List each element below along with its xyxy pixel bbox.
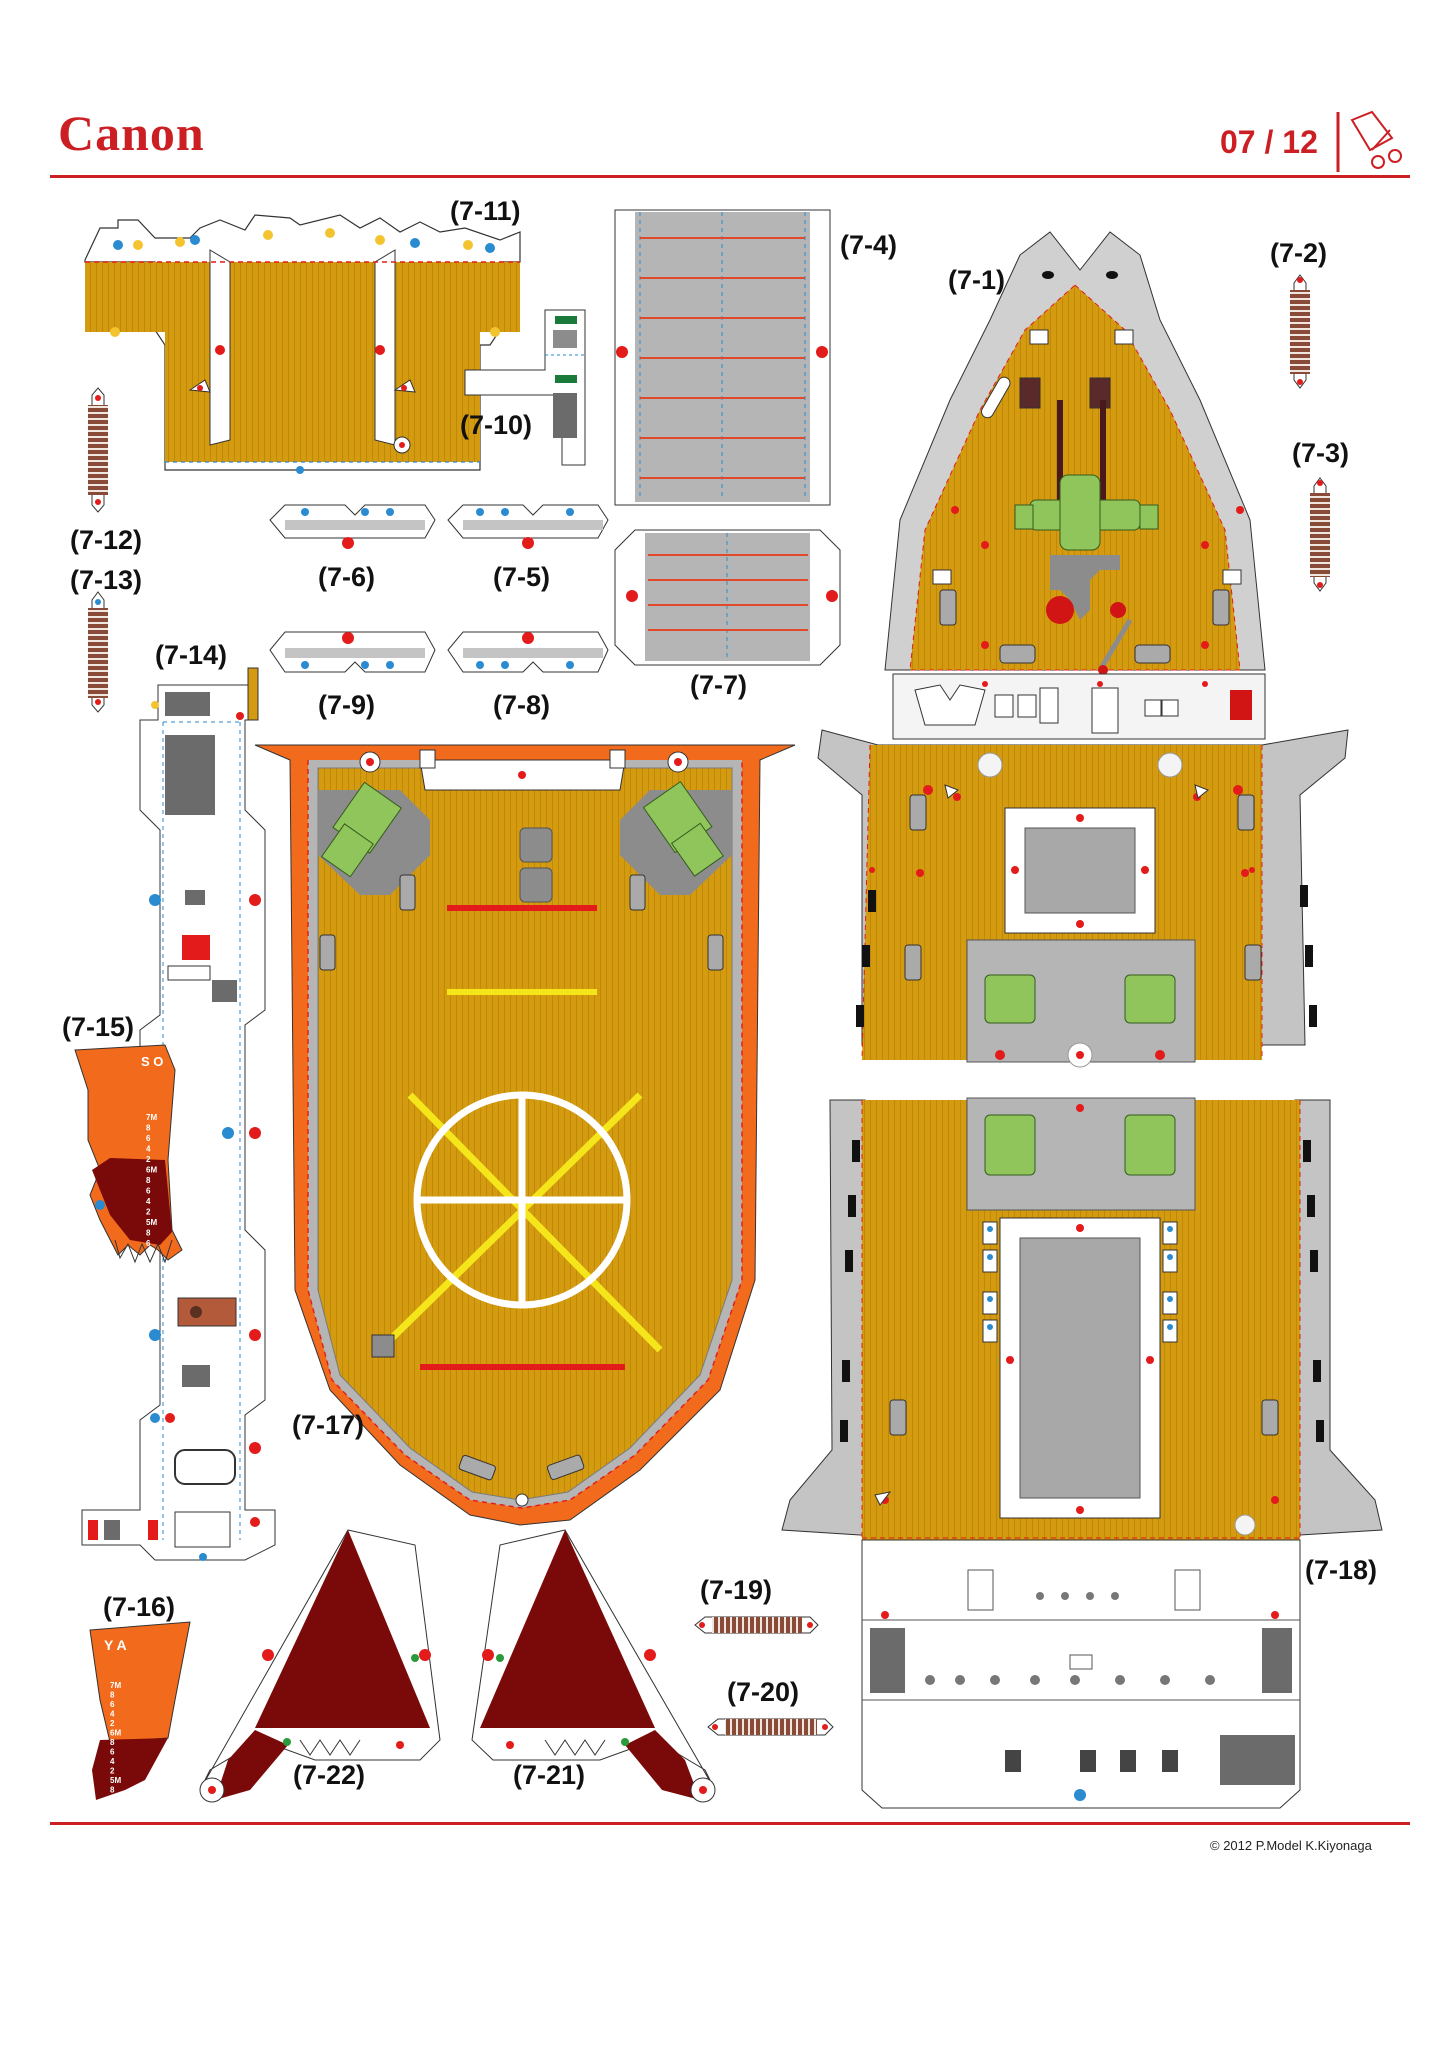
- stern-draft-mark: 8: [110, 1691, 115, 1700]
- stern-draft-mark: 8: [110, 1786, 115, 1795]
- label-part-7-12: (7-12): [70, 525, 143, 555]
- bow-draft-mark: 6M: [146, 1166, 157, 1175]
- label-part-7-10: (7-10): [460, 410, 533, 440]
- label-part-7-22: (7-22): [293, 1760, 366, 1790]
- part-7-17-shape: [254, 744, 796, 1526]
- stern-draft-mark: 6: [110, 1700, 115, 1709]
- scissors-icon: [1336, 110, 1402, 172]
- label-part-7-20: (7-20): [727, 1677, 800, 1707]
- part-7-8-shape: [447, 631, 609, 673]
- label-part-7-15: (7-15): [62, 1012, 135, 1042]
- header-divider: [50, 175, 1410, 178]
- brand-logo: Canon: [58, 105, 205, 161]
- stern-draft-mark: 4: [110, 1757, 115, 1766]
- part-7-2-shape: [1290, 274, 1310, 389]
- part-7-4-shape: [614, 209, 831, 506]
- part-7-22-shape: [199, 1529, 441, 1803]
- label-part-7-1: (7-1): [948, 265, 1006, 295]
- bow-draft-mark: 8: [146, 1124, 151, 1133]
- label-part-7-14: (7-14): [155, 640, 228, 670]
- stern-draft-mark: 6: [110, 1795, 115, 1804]
- part-7-1-shape: [884, 231, 1266, 740]
- label-part-7-7: (7-7): [690, 670, 748, 700]
- footer-divider: [50, 1822, 1410, 1825]
- label-part-7-18: (7-18): [1305, 1555, 1378, 1585]
- part-7-18-shape: [781, 729, 1383, 1809]
- part-7-3-shape: [1310, 477, 1330, 592]
- page-number: 07 / 12: [1220, 124, 1318, 160]
- part-7-10-shape: [464, 309, 586, 466]
- label-part-7-16: (7-16): [103, 1592, 176, 1622]
- label-part-7-2: (7-2): [1270, 238, 1328, 268]
- part-7-6-shape: [269, 504, 436, 549]
- label-part-7-21: (7-21): [513, 1760, 586, 1790]
- label-part-7-19: (7-19): [700, 1575, 773, 1605]
- stern-draft-mark: 4: [110, 1710, 115, 1719]
- bow-draft-name: S O: [141, 1054, 163, 1069]
- stern-draft-mark: 8: [110, 1738, 115, 1747]
- label-part-7-13: (7-13): [70, 565, 143, 595]
- bow-draft-mark: 6: [146, 1134, 151, 1143]
- bow-draft-mark: 4: [146, 1197, 151, 1206]
- part-7-20-shape: [707, 1718, 834, 1736]
- bow-draft-mark: 2: [146, 1208, 151, 1217]
- label-part-7-8: (7-8): [493, 690, 551, 720]
- bow-draft-mark: 6: [146, 1239, 151, 1248]
- stern-draft-mark: 6M: [110, 1729, 121, 1738]
- stern-draft-mark: 2: [110, 1767, 115, 1776]
- label-part-7-5: (7-5): [493, 562, 551, 592]
- part-7-11-shape: [84, 214, 521, 474]
- bow-draft-mark: 5M: [146, 1218, 157, 1227]
- bow-draft-mark: 7M: [146, 1113, 157, 1122]
- copyright: © 2012 P.Model K.Kiyonaga: [1210, 1838, 1372, 1853]
- label-part-7-17: (7-17): [292, 1410, 365, 1440]
- bow-draft-mark: 6: [146, 1187, 151, 1196]
- bow-draft-mark: 8: [146, 1176, 151, 1185]
- stern-draft-mark: 2: [110, 1719, 115, 1728]
- bow-draft-mark: 2: [146, 1155, 151, 1164]
- label-part-7-6: (7-6): [318, 562, 376, 592]
- part-7-21-shape: [471, 1529, 716, 1803]
- label-part-7-4: (7-4): [840, 230, 898, 260]
- part-7-7-shape: [614, 529, 841, 666]
- part-7-12-shape: [88, 387, 108, 513]
- stern-draft-mark: 7M: [110, 1681, 121, 1690]
- bow-draft-mark: 4: [146, 1145, 151, 1154]
- part-7-14-shape: [81, 667, 276, 1561]
- label-part-7-11: (7-11): [450, 196, 521, 226]
- part-7-19-shape: [694, 1616, 819, 1634]
- part-7-5-shape: [447, 504, 609, 549]
- stern-draft-mark: 5M: [110, 1776, 121, 1785]
- bow-draft-mark: 8: [146, 1229, 151, 1238]
- part-7-9-shape: [269, 631, 436, 673]
- label-part-7-3: (7-3): [1292, 438, 1350, 468]
- part-7-13-shape: [88, 591, 108, 713]
- stern-draft-name: Y A: [104, 1637, 127, 1653]
- stern-draft-mark: 6: [110, 1748, 115, 1757]
- label-part-7-9: (7-9): [318, 690, 376, 720]
